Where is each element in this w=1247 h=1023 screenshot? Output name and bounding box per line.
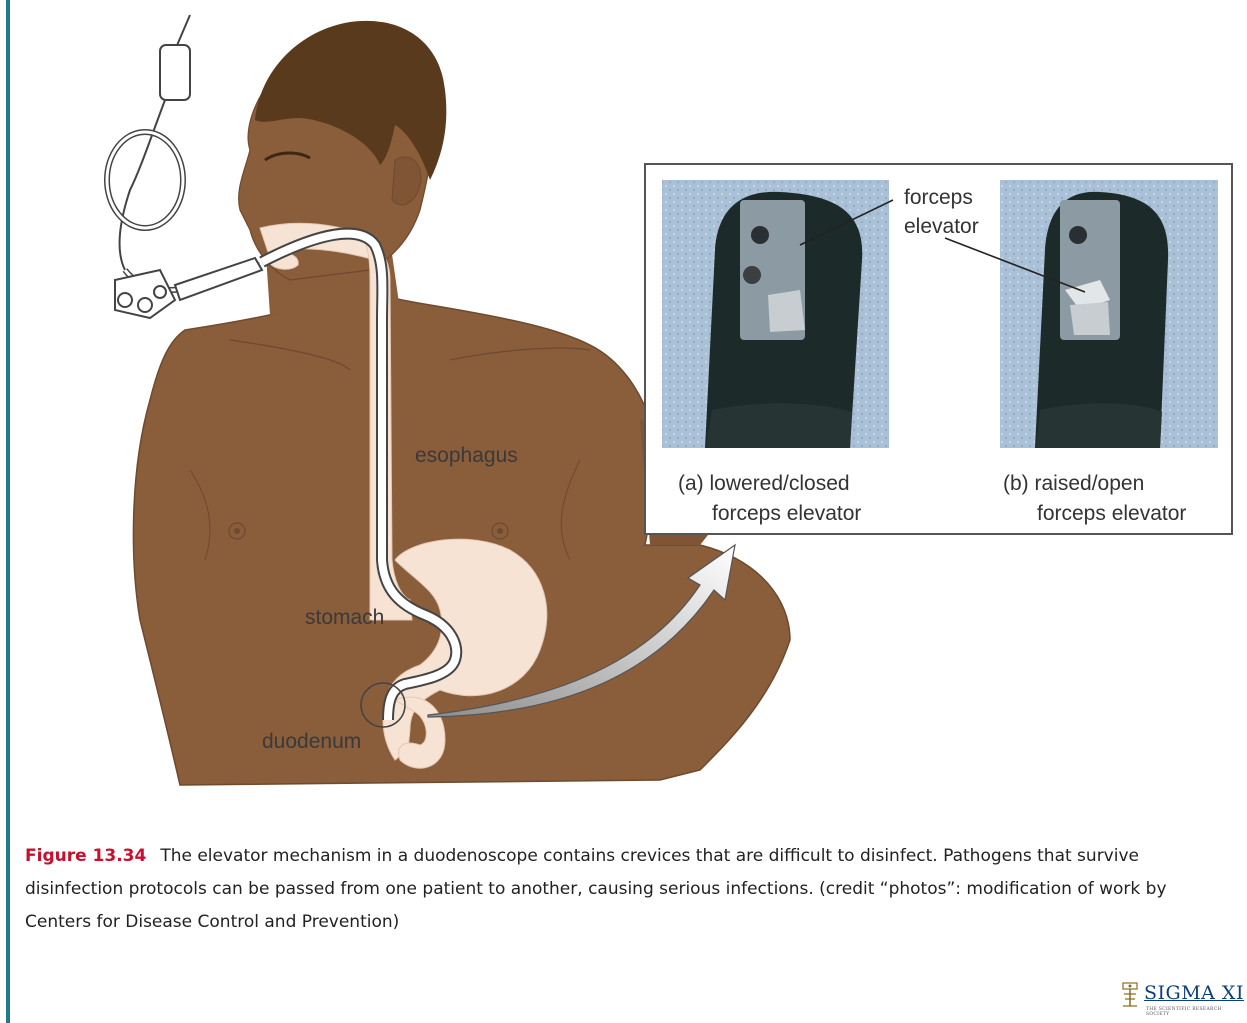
caption-photo-a-line2: forceps elevator bbox=[712, 502, 861, 525]
caption-photo-b-line1: (b) raised/open bbox=[1003, 472, 1144, 495]
logo-name: SIGMA XI bbox=[1144, 982, 1244, 1004]
label-duodenum: duodenum bbox=[262, 730, 361, 753]
sigma-xi-emblem-icon bbox=[1120, 980, 1140, 1010]
label-esophagus: esophagus bbox=[415, 444, 518, 467]
figure-caption-text: The elevator mechanism in a duodenoscope… bbox=[25, 846, 1167, 932]
caption-photo-a-line1: (a) lowered/closed bbox=[678, 472, 850, 495]
figure-number: Figure 13.34 bbox=[25, 846, 146, 866]
endoscopy-figure: esophagus stomach duodenum forcep bbox=[0, 0, 1247, 800]
photo-b-raised-elevator bbox=[1000, 180, 1218, 448]
label-elevator: elevator bbox=[904, 215, 979, 238]
caption-photo-b-line2: forceps elevator bbox=[1037, 502, 1186, 525]
label-forceps: forceps bbox=[904, 186, 973, 209]
inset-panel: forceps elevator (a) lowered/closed forc… bbox=[645, 164, 1232, 534]
photo-a-lowered-elevator bbox=[662, 180, 889, 448]
logo-tagline: THE SCIENTIFIC RESEARCH SOCIETY bbox=[1146, 1007, 1245, 1017]
endoscope-control-unit bbox=[107, 15, 262, 318]
label-stomach: stomach bbox=[305, 606, 384, 629]
sigma-xi-logo[interactable]: SIGMA XI THE SCIENTIFIC RESEARCH SOCIETY bbox=[1120, 980, 1245, 1020]
